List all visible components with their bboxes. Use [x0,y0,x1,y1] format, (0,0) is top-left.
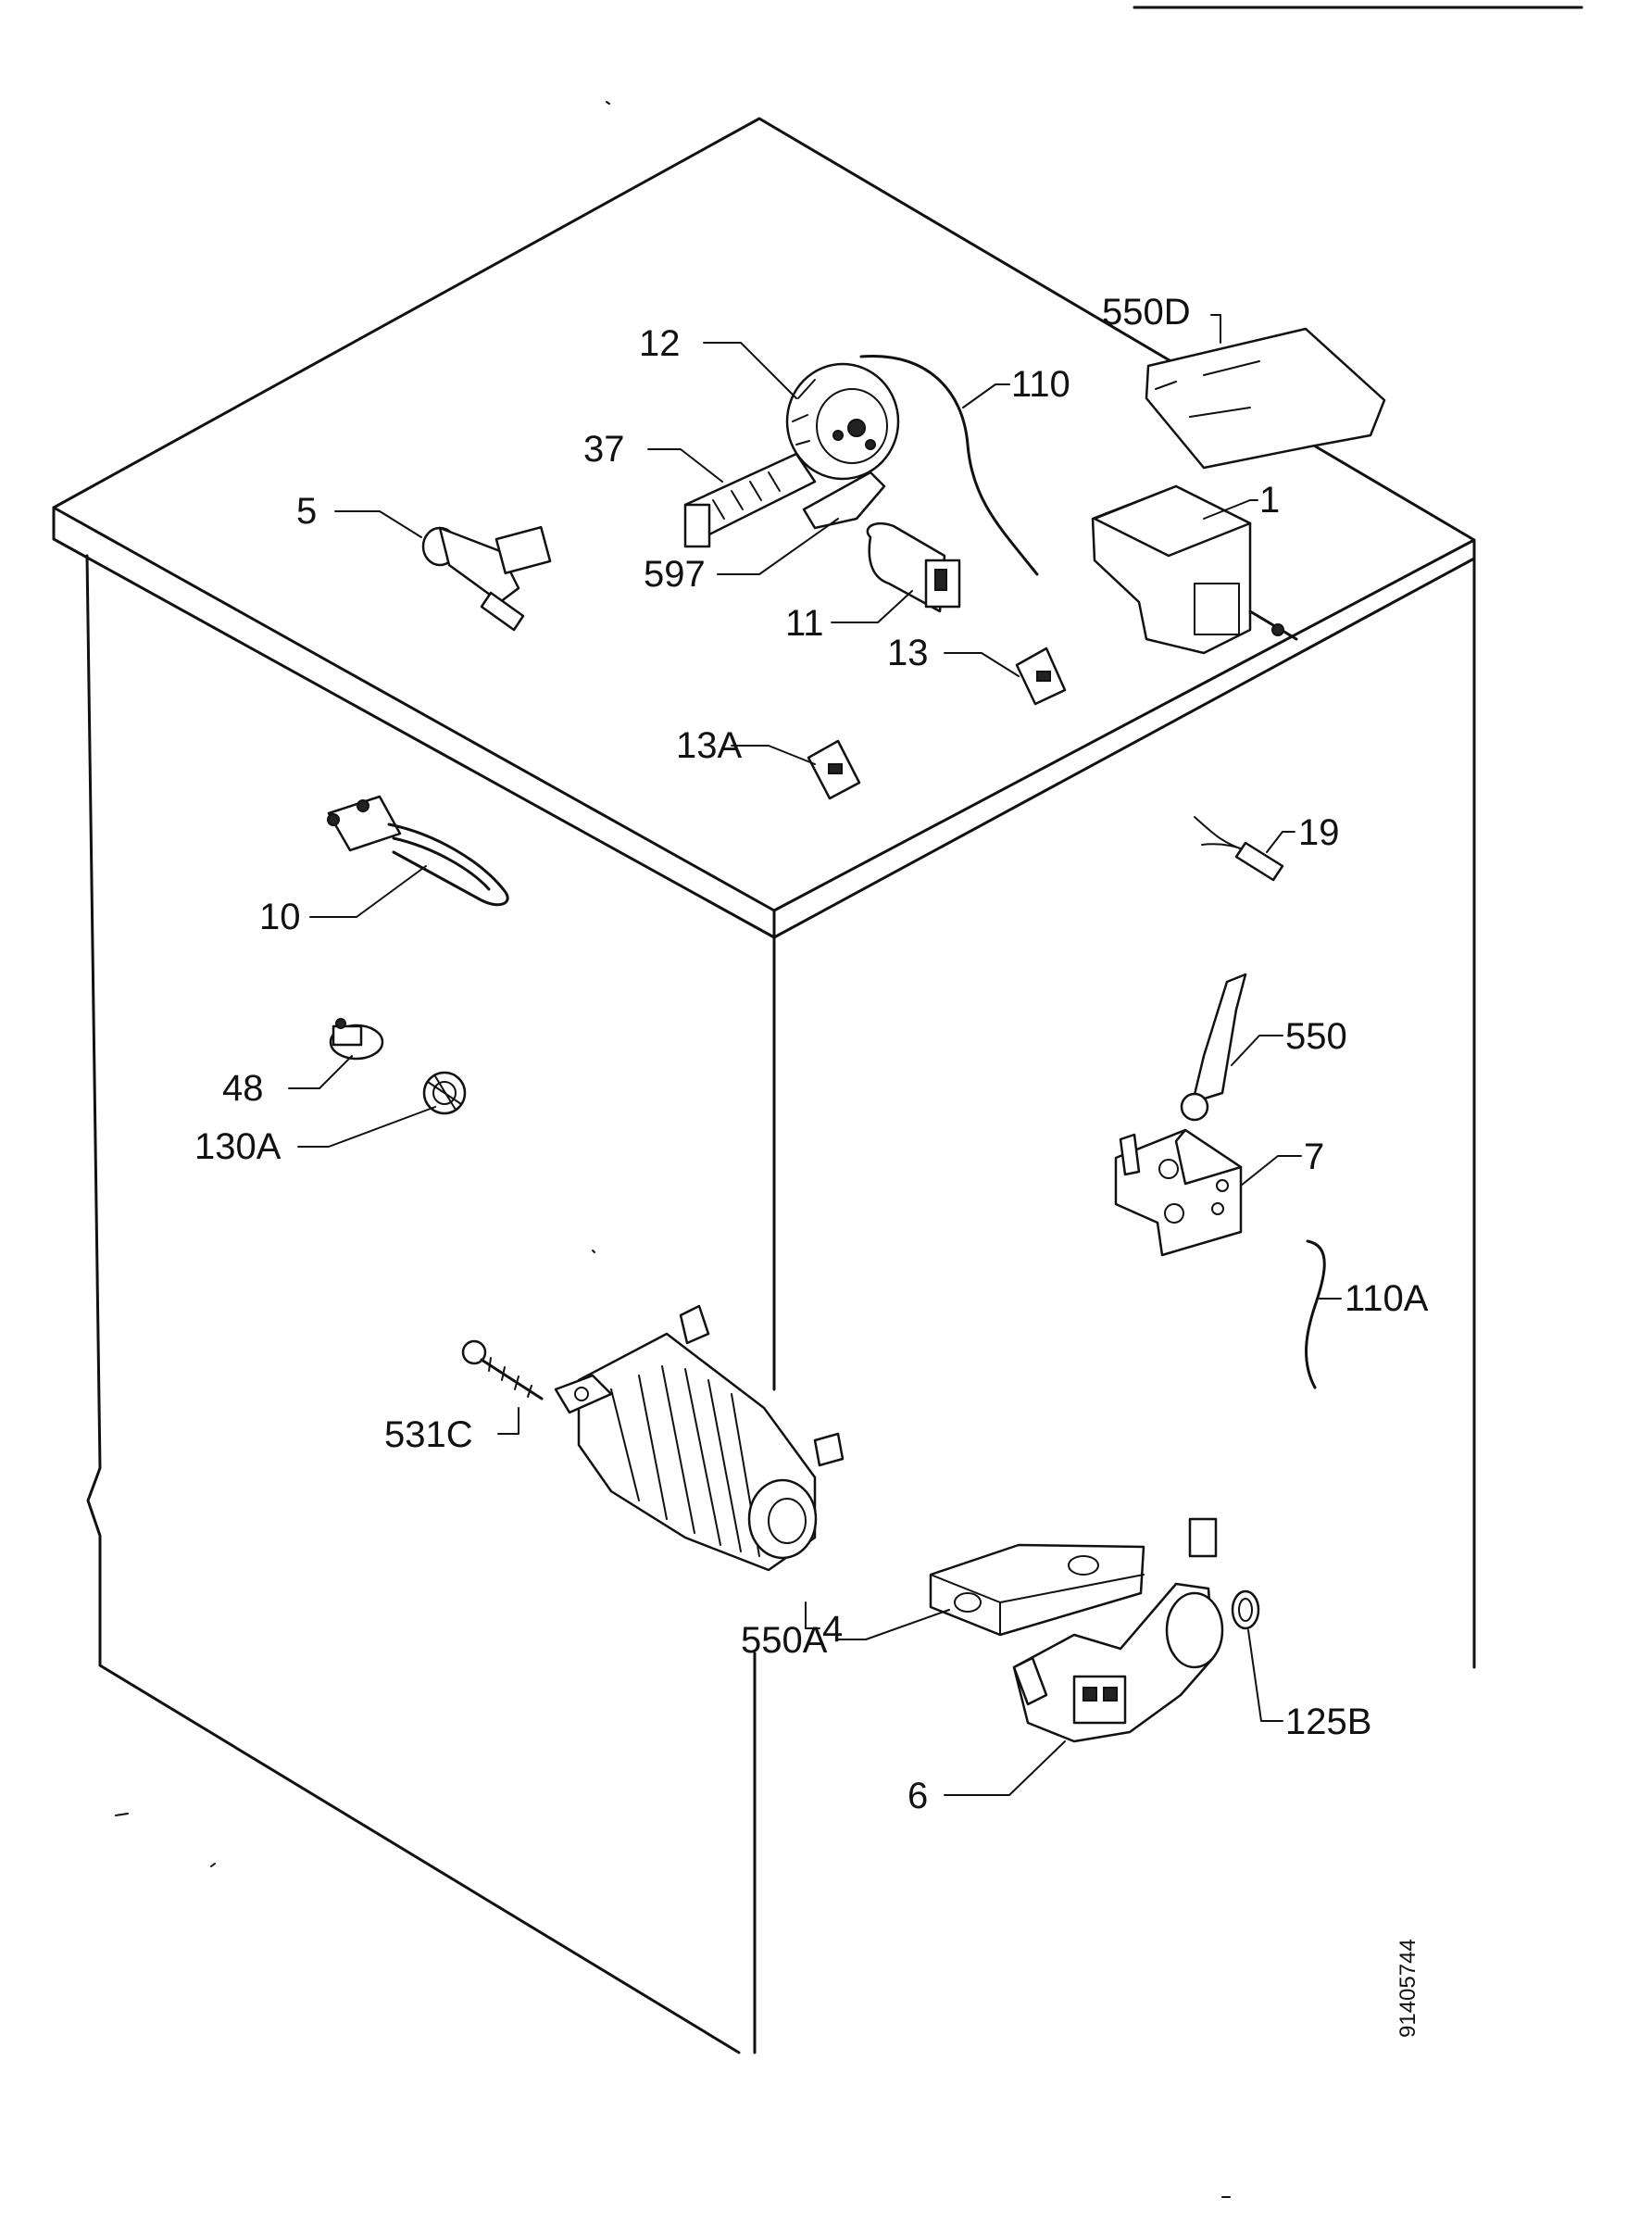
part-4-motor [554,1304,845,1572]
label-597: 597 [644,554,706,595]
part-48-thermostat [329,1018,384,1061]
part-7-door-lock [1114,1128,1243,1257]
label-110: 110 [1011,364,1070,405]
part-110a-hose [1305,1239,1326,1389]
label-7: 7 [1304,1137,1324,1177]
part-19-sensor [1194,816,1284,882]
label-10: 10 [259,897,301,937]
label-13: 13 [887,633,929,673]
label-531c: 531C [384,1414,473,1455]
part-550d-cover-plate [1145,327,1386,470]
part-1-timer-unit [1091,484,1298,655]
part-10-heating-element [327,795,509,907]
label-550: 550 [1285,1016,1347,1057]
part-37-terminal-block [683,452,817,548]
part-130a-nut [422,1071,467,1115]
cabinet-outline [52,117,1476,2054]
scan-marks [115,101,1231,2198]
part-110-hose [859,355,1039,576]
label-1: 1 [1259,480,1280,521]
label-125b: 125B [1285,1702,1371,1742]
part-5-inlet-valve [421,525,552,632]
label-110a: 110A [1345,1278,1429,1319]
label-6: 6 [907,1776,928,1816]
part-labels: 1 4 5 6 7 10 11 12 13 13A 19 37 48 110 1… [194,292,1429,1816]
part-531c-screw [461,1339,544,1400]
label-48: 48 [222,1068,264,1109]
part-13-connector [1015,647,1067,706]
part-597-bracket [802,471,886,530]
label-13a: 13A [676,725,742,766]
part-12-pressure-switch [785,362,900,481]
label-12: 12 [639,323,681,364]
part-13a-connector [807,739,861,800]
leader-lines [288,314,1342,1796]
part-125b-seal [1231,1589,1260,1630]
part-6-drain-pump [1012,1517,1224,1743]
drawing-reference: 91405744 [1395,1939,1420,2038]
label-11: 11 [785,603,824,644]
label-37: 37 [583,429,625,470]
part-11-capacitor [866,521,961,613]
part-550a-cover-block [929,1543,1145,1637]
part-550-bracket [1180,973,1247,1122]
label-550d: 550D [1102,292,1191,333]
label-130a: 130A [194,1126,282,1167]
label-550a: 550A [741,1620,828,1661]
label-4: 4 [822,1609,843,1650]
label-5: 5 [296,491,317,532]
label-19: 19 [1298,812,1340,853]
